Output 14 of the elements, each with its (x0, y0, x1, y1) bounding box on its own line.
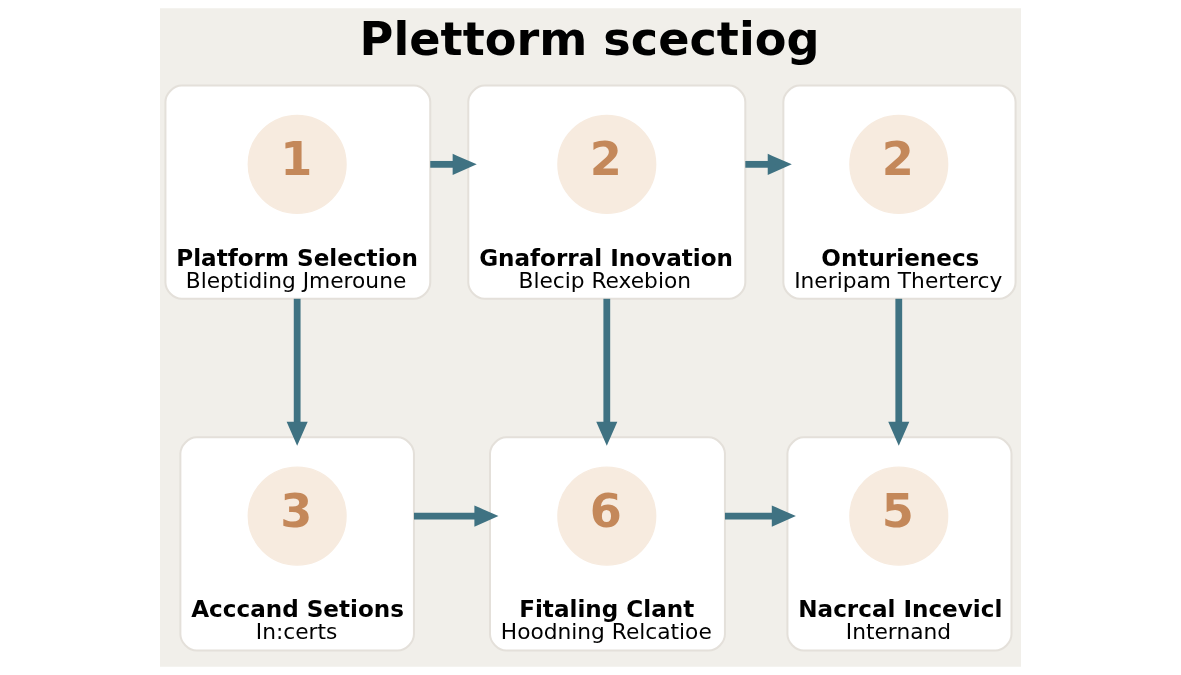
node-circle: 3 (247, 466, 347, 566)
arrow (413, 505, 499, 527)
arrow (286, 298, 308, 446)
node-circle: 2 (557, 114, 657, 214)
arrow (596, 298, 618, 446)
arrow (888, 298, 910, 446)
arrow (430, 153, 477, 175)
node-circle: 2 (849, 114, 949, 214)
node-circle: 1 (247, 114, 347, 214)
node-circle: 5 (849, 466, 949, 566)
diagram-title: Plettorm scectiog (359, 11, 820, 66)
node-circle: 6 (557, 466, 657, 566)
arrow (745, 153, 792, 175)
arrow (724, 505, 796, 527)
